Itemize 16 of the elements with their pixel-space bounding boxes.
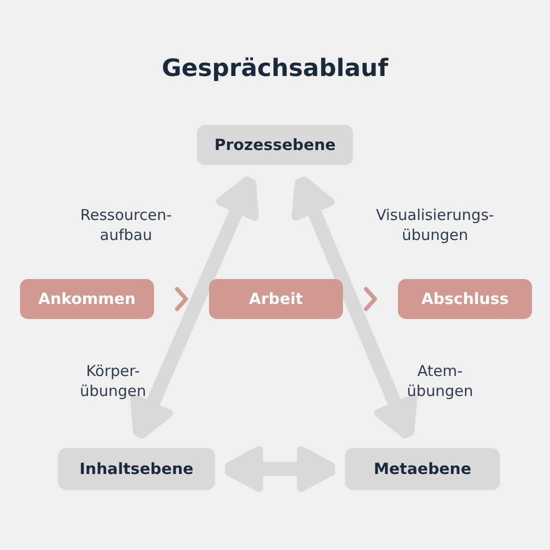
chevron-arrow	[364, 287, 377, 311]
stage-box	[20, 279, 154, 319]
annotation-text: Ressourcen- aufbau	[80, 205, 172, 245]
box-label: Ankommen	[38, 289, 136, 309]
chevron-arrow	[175, 287, 188, 311]
box-label: Metaebene	[374, 459, 472, 479]
stage-box	[398, 279, 532, 319]
diagram-title: Gesprächsablauf	[162, 54, 388, 82]
annotation-text: Atem- übungen	[406, 361, 474, 401]
box-label: Arbeit	[249, 289, 303, 309]
box-label: Prozessebene	[214, 135, 336, 155]
box-label: Inhaltsebene	[80, 459, 194, 479]
box-label: Abschluss	[421, 289, 509, 309]
stage-box	[209, 279, 343, 319]
annotation-text: Visualisierungs- übungen	[376, 205, 494, 245]
annotation-text: Körper- übungen	[80, 361, 146, 401]
